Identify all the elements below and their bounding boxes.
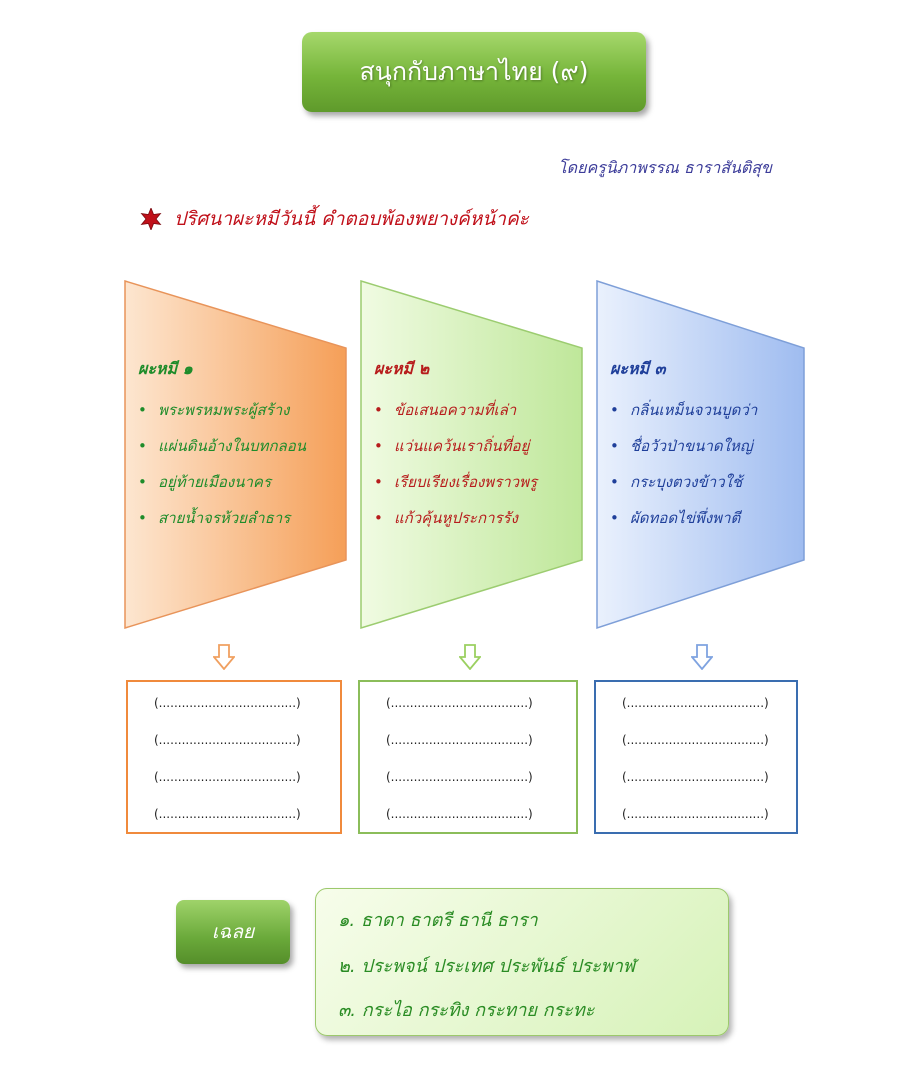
answer-line-2: ๒. ประพจน์ ประเทศ ประพันธ์ ประพาฬ	[338, 956, 636, 977]
answer-box-2: (....................................) (…	[358, 680, 578, 834]
riddle-lines: •พระพรหมพระผู้สร้าง •แผ่นดินอ้างในบทกลอน…	[138, 398, 348, 542]
answer-box-1: (....................................) (…	[126, 680, 342, 834]
author-credit: โดยครูนิภาพรรณ ธาราสันติสุข	[558, 158, 772, 177]
answer-blank: (....................................)	[386, 770, 533, 784]
riddle-line: •พระพรหมพระผู้สร้าง	[138, 401, 290, 419]
down-arrow-icon	[691, 644, 713, 670]
answer-box-3: (....................................) (…	[594, 680, 798, 834]
answer-blank: (....................................)	[154, 807, 301, 821]
instruction-text: ปริศนาผะหมีวันนี้ คำตอบพ้องพยางค์หน้าค่ะ	[174, 208, 529, 230]
riddle-line: •แว่นแคว้นเราถิ่นที่อยู่	[374, 437, 530, 455]
riddle-line: •ผัดทอดไข่พึ่งพาตี	[610, 509, 741, 527]
answer-blank: (....................................)	[622, 770, 769, 784]
answer-blank: (....................................)	[622, 733, 769, 747]
panel-shape	[360, 280, 583, 630]
panel-shape	[596, 280, 805, 630]
down-arrow-icon	[213, 644, 235, 670]
riddle-line: •อยู่ท้ายเมืองนาคร	[138, 473, 272, 491]
answer-blank: (....................................)	[386, 733, 533, 747]
answer-blank: (....................................)	[386, 807, 533, 821]
answer-blank: (....................................)	[154, 696, 301, 710]
riddle-line: •แผ่นดินอ้างในบทกลอน	[138, 437, 306, 455]
panel-title: ผะหมี ๓	[610, 359, 666, 378]
answer-blank: (....................................)	[622, 807, 769, 821]
answer-blank: (....................................)	[622, 696, 769, 710]
panel-title: ผะหมี ๒	[374, 359, 430, 378]
answer-key-button[interactable]: เฉลย	[176, 900, 290, 964]
star-icon	[140, 208, 162, 230]
panel-shape	[124, 280, 347, 630]
answer-line-1: ๑. ธาดา ธาตรี ธานี ธารา	[338, 910, 538, 931]
riddle-line: •ชื่อวัวป่าขนาดใหญ่	[610, 437, 753, 455]
riddle-panel-2: ผะหมี ๒ •ข้อเสนอความที่เล่า •แว่นแคว้นเร…	[360, 280, 584, 630]
answer-line-3: ๓. กระไอ กระทิง กระทาย กระทะ	[338, 1000, 595, 1021]
answer-blank: (....................................)	[386, 696, 533, 710]
answer-blank: (....................................)	[154, 770, 301, 784]
riddle-lines: •ข้อเสนอความที่เล่า •แว่นแคว้นเราถิ่นที่…	[374, 398, 584, 542]
riddle-line: •แก้วคุ้นหูประการรัง	[374, 509, 518, 527]
instruction-row: ปริศนาผะหมีวันนี้ คำตอบพ้องพยางค์หน้าค่ะ	[140, 204, 529, 234]
answer-blank: (....................................)	[154, 733, 301, 747]
page-title: สนุกกับภาษาไทย (๙)	[302, 32, 646, 112]
panel-title: ผะหมี ๑	[138, 359, 193, 378]
riddle-line: •กลิ่นเหม็นจวนบูดว่า	[610, 401, 758, 419]
riddle-panel-3: ผะหมี ๓ •กลิ่นเหม็นจวนบูดว่า •ชื่อวัวป่า…	[596, 280, 820, 630]
riddle-line: •กระบุงตวงข้าวใช้	[610, 473, 743, 491]
answer-key-box: ๑. ธาดา ธาตรี ธานี ธารา ๒. ประพจน์ ประเท…	[315, 888, 729, 1036]
riddle-line: •สายน้ำจรห้วยลำธาร	[138, 509, 291, 527]
riddle-line: •ข้อเสนอความที่เล่า	[374, 401, 517, 419]
riddle-panel-1: ผะหมี ๑ •พระพรหมพระผู้สร้าง •แผ่นดินอ้าง…	[124, 280, 348, 630]
riddle-line: •เรียบเรียงเรื่องพราวพรู	[374, 473, 538, 491]
riddle-lines: •กลิ่นเหม็นจวนบูดว่า •ชื่อวัวป่าขนาดใหญ่…	[610, 398, 820, 542]
down-arrow-icon	[459, 644, 481, 670]
